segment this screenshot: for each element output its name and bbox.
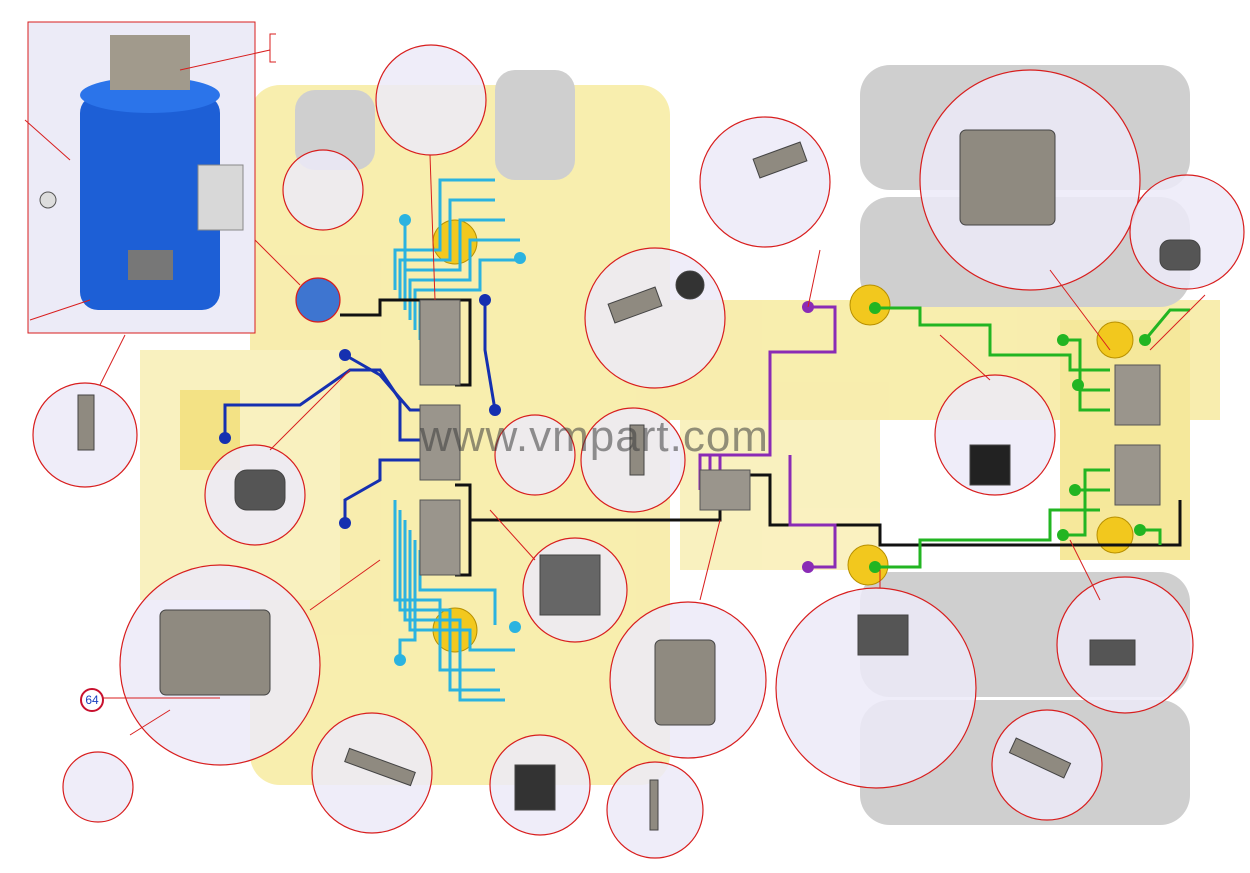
distributor-blocks: [419, 299, 1161, 576]
green-lines: [875, 306, 1190, 569]
callout-parts: [77, 129, 1201, 831]
line-endpoints: [219, 214, 1151, 666]
bracket-marker: [269, 33, 276, 63]
watermark: www.vmpart.com: [420, 412, 769, 461]
pump-inset: [27, 21, 256, 334]
leader-lines: [24, 49, 1206, 736]
cyan-lines: [393, 178, 520, 702]
reference-label-64: 64: [80, 688, 104, 712]
blue-lines: [223, 300, 497, 523]
